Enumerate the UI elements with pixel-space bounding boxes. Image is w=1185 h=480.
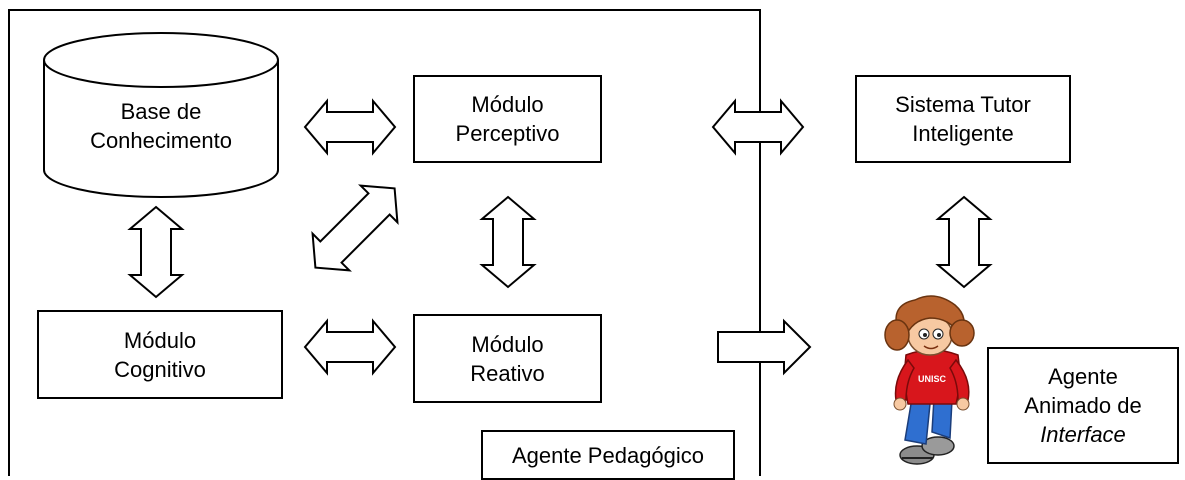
pedagogical-agent-label-box: Agente Pedagógico bbox=[481, 430, 735, 480]
cognitive-module-line1: Módulo bbox=[123, 327, 197, 353]
arrow-tutor-agent bbox=[935, 195, 993, 289]
knowledge-base-cylinder bbox=[43, 32, 279, 198]
tutor-system-line1: Sistema Tutor bbox=[895, 92, 1031, 117]
shirt-text: UNISC bbox=[918, 374, 947, 384]
reactive-module-line1: Módulo bbox=[471, 331, 544, 357]
reactive-module-line2: Reativo bbox=[470, 360, 545, 386]
tutor-system-line2: Inteligente bbox=[912, 121, 1014, 146]
knowledge-base-line1: Base de bbox=[120, 99, 202, 124]
perceptive-module-line2: Perceptivo bbox=[455, 121, 560, 146]
animated-agent-box: Agente Animado de Interface bbox=[987, 347, 1179, 464]
arrow-cognitive-reactive bbox=[303, 318, 397, 376]
pedagogical-agent-frame bbox=[8, 9, 761, 476]
arrow-perceptive-reactive bbox=[479, 195, 537, 289]
animated-agent-line2: Animado de bbox=[1024, 393, 1142, 418]
arrow-perceptive-tutor bbox=[711, 98, 805, 156]
cognitive-module-line2: Cognitivo bbox=[114, 356, 206, 382]
animated-character: UNISC bbox=[884, 295, 975, 465]
knowledge-base-line2: Conhecimento bbox=[90, 128, 232, 153]
tutor-system-box: Sistema Tutor Inteligente bbox=[855, 75, 1071, 163]
knowledge-base-label: Base de Conhecimento bbox=[54, 95, 268, 157]
perceptive-module-box: Módulo Perceptivo bbox=[413, 75, 602, 163]
arrow-diagonal bbox=[311, 184, 399, 272]
animated-agent-line3: Interface bbox=[1040, 422, 1126, 447]
reactive-module-box: Módulo Reativo bbox=[413, 314, 602, 403]
cognitive-module-box: Módulo Cognitivo bbox=[37, 310, 283, 399]
animated-agent-line1: Agente bbox=[1048, 364, 1118, 389]
arrow-reactive-agent bbox=[717, 318, 812, 376]
arrow-kb-perceptive bbox=[303, 98, 397, 156]
pedagogical-agent-label: Agente Pedagógico bbox=[511, 442, 705, 468]
arrow-kb-cognitive bbox=[127, 205, 185, 299]
perceptive-module-line1: Módulo bbox=[471, 92, 544, 117]
